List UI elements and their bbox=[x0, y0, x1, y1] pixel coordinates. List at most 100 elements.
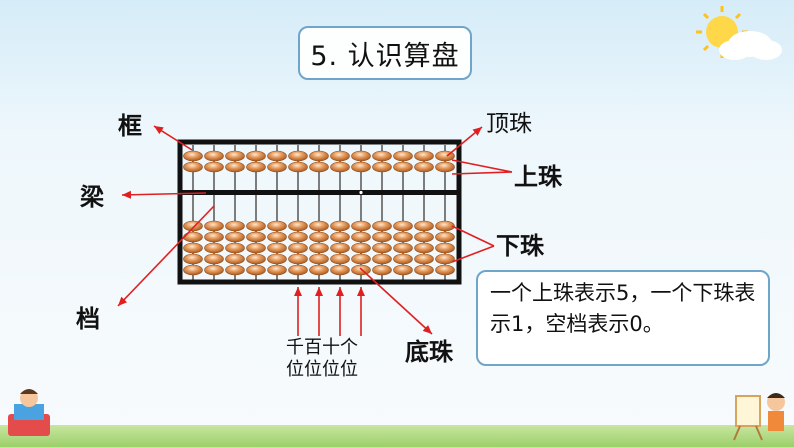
upper-bead bbox=[184, 151, 203, 161]
upper-bead bbox=[310, 162, 329, 172]
lower-bead bbox=[415, 243, 434, 253]
lower-bead bbox=[310, 254, 329, 264]
lower-bead bbox=[226, 265, 245, 275]
lower-bead bbox=[436, 221, 455, 231]
lower-bead bbox=[310, 232, 329, 242]
lower-bead bbox=[205, 254, 224, 264]
frame-arrow bbox=[154, 126, 192, 150]
upper-bead bbox=[331, 151, 350, 161]
lower-bead bbox=[331, 221, 350, 231]
label-bottom-bead-text: 底珠 bbox=[405, 338, 453, 366]
lower-bead bbox=[247, 243, 266, 253]
upper-bead bbox=[226, 151, 245, 161]
lower-bead bbox=[247, 265, 266, 275]
lower-bead bbox=[184, 232, 203, 242]
explanation-note: 一个上珠表示5，一个下珠表示1，空档表示0。 bbox=[476, 270, 770, 366]
lower-bead bbox=[247, 232, 266, 242]
lower-bead bbox=[205, 232, 224, 242]
lower-bead bbox=[415, 221, 434, 231]
lower-bead bbox=[226, 221, 245, 231]
lower-bead bbox=[247, 254, 266, 264]
upper-bead bbox=[394, 162, 413, 172]
lower-bead bbox=[331, 232, 350, 242]
lower-bead bbox=[310, 221, 329, 231]
label-rod: 档 bbox=[76, 299, 100, 334]
upper-bead bbox=[184, 162, 203, 172]
upper-bead bbox=[436, 162, 455, 172]
lower-bead bbox=[373, 232, 392, 242]
lower-bead bbox=[289, 265, 308, 275]
label-upper-bead-text: 上珠 bbox=[514, 163, 562, 191]
lower-bead bbox=[352, 243, 371, 253]
lower-bead bbox=[184, 221, 203, 231]
label-top-bead: 顶珠 bbox=[486, 104, 532, 138]
lower-bead bbox=[436, 254, 455, 264]
lower-bead bbox=[394, 265, 413, 275]
explanation-note-text: 一个上珠表示5，一个下珠表示1，空档表示0。 bbox=[490, 281, 755, 336]
upper-bead bbox=[310, 151, 329, 161]
upper-bead bbox=[331, 162, 350, 172]
lower-bead bbox=[331, 265, 350, 275]
lower-bead bbox=[184, 265, 203, 275]
lower-bead bbox=[268, 254, 287, 264]
bottom-bead-arrow bbox=[360, 268, 432, 334]
lower-bead bbox=[394, 254, 413, 264]
upper-bead bbox=[289, 151, 308, 161]
label-lower-bead-text: 下珠 bbox=[496, 232, 544, 260]
place-value-line-2: 位位位位 bbox=[286, 359, 358, 381]
lower-bead bbox=[268, 221, 287, 231]
lower-bead bbox=[289, 254, 308, 264]
label-bottom-bead: 底珠 bbox=[405, 332, 453, 367]
upper-bead bbox=[373, 162, 392, 172]
lower-bead bbox=[373, 243, 392, 253]
lower-bead bbox=[205, 265, 224, 275]
lower-bead bbox=[394, 221, 413, 231]
label-frame: 框 bbox=[118, 106, 142, 141]
lower-bead bbox=[415, 265, 434, 275]
lower-bead bbox=[226, 243, 245, 253]
upper-bead bbox=[226, 162, 245, 172]
lower-bead bbox=[226, 232, 245, 242]
lower-bead bbox=[310, 265, 329, 275]
lower-bead bbox=[436, 243, 455, 253]
upper-bead bbox=[415, 151, 434, 161]
abacus-beam bbox=[180, 190, 459, 195]
upper-bead bbox=[247, 151, 266, 161]
label-upper-bead: 上珠 bbox=[514, 157, 562, 192]
upper-bead bbox=[268, 151, 287, 161]
lower-bead bbox=[268, 232, 287, 242]
upper-bead bbox=[394, 151, 413, 161]
upper-bead bbox=[289, 162, 308, 172]
upper-bead bbox=[373, 151, 392, 161]
lower-bead bbox=[394, 243, 413, 253]
label-beam: 梁 bbox=[80, 177, 104, 212]
label-frame-text: 框 bbox=[118, 112, 142, 140]
lower-bead bbox=[226, 254, 245, 264]
lower-bead bbox=[184, 243, 203, 253]
label-lower-bead: 下珠 bbox=[496, 226, 544, 261]
upper-bead bbox=[205, 151, 224, 161]
lower-bead bbox=[373, 265, 392, 275]
lower-bead bbox=[352, 254, 371, 264]
unit-dot bbox=[359, 191, 362, 194]
lower-bead bbox=[415, 254, 434, 264]
lower-bead bbox=[184, 254, 203, 264]
upper-bead bbox=[352, 162, 371, 172]
lower-bead bbox=[352, 232, 371, 242]
lower-bead bbox=[289, 243, 308, 253]
lower-bead bbox=[205, 221, 224, 231]
lower-bead bbox=[373, 254, 392, 264]
lower-bead bbox=[331, 243, 350, 253]
place-value-labels: 千百十个 位位位位 bbox=[286, 337, 358, 381]
label-beam-text: 梁 bbox=[80, 183, 104, 211]
lower-bead bbox=[268, 243, 287, 253]
upper-bead bbox=[247, 162, 266, 172]
lower-bead bbox=[436, 265, 455, 275]
lower-bead bbox=[331, 254, 350, 264]
label-top-bead-text: 顶珠 bbox=[486, 111, 532, 137]
lower-bead bbox=[247, 221, 266, 231]
label-rod-text: 档 bbox=[76, 305, 100, 333]
lower-bead bbox=[415, 232, 434, 242]
